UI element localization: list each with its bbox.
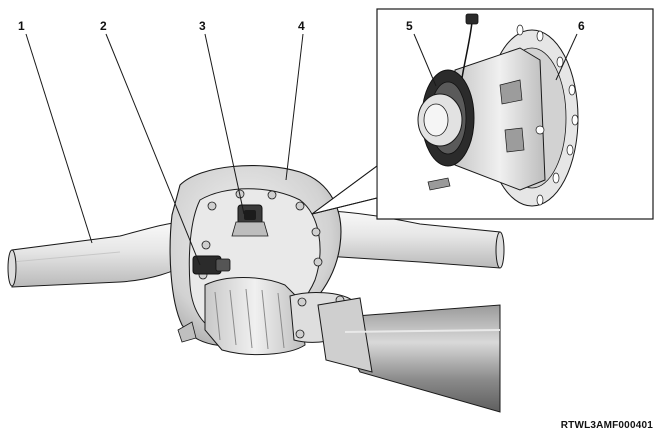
leader-line-6-icon — [555, 33, 578, 81]
leader-line-5-icon — [413, 33, 437, 87]
callout-labels: 1 2 3 4 5 6 — [18, 19, 585, 33]
connector-left — [192, 255, 231, 275]
leader-lines — [25, 33, 578, 266]
differential-case-detail — [417, 13, 579, 207]
callout-2: 2 — [100, 19, 107, 33]
detail-inset — [311, 8, 654, 220]
leader-line-1-icon — [25, 33, 93, 244]
sensor-top — [231, 204, 269, 237]
callout-4: 4 — [298, 19, 305, 33]
callout-5: 5 — [406, 19, 413, 33]
leader-line-3-icon — [204, 33, 245, 215]
callout-3: 3 — [199, 19, 206, 33]
axle-tube-left — [7, 221, 196, 288]
leader-line-4-icon — [285, 33, 304, 181]
callout-6: 6 — [578, 19, 585, 33]
callout-1: 1 — [18, 19, 25, 33]
figure-code: RTWL3AMF000401 — [560, 420, 653, 431]
propeller-shaft — [317, 297, 501, 413]
axle-tube-right — [314, 209, 505, 269]
leader-line-2-icon — [105, 33, 201, 266]
